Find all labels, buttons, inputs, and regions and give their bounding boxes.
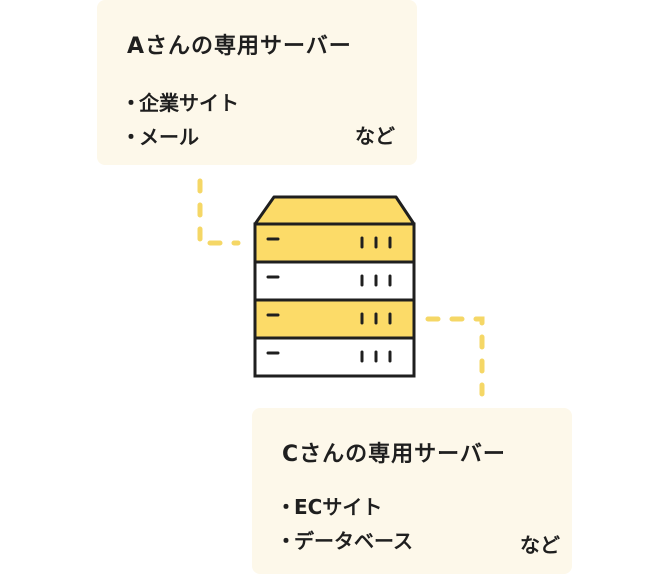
server-card-a: Aさんの専用サーバー ・企業サイト ・メール など — [97, 0, 417, 165]
card-title: Cさんの専用サーバー — [282, 442, 506, 467]
server-rack-icon — [253, 195, 416, 378]
etc-label: など — [355, 124, 395, 148]
bullet-icon: ・ — [276, 529, 296, 553]
etc-label: など — [520, 533, 560, 557]
list-item: ・メール — [121, 120, 239, 154]
card-title: Aさんの専用サーバー — [127, 34, 352, 59]
server-card-c: Cさんの専用サーバー ・ECサイト ・データベース など — [252, 408, 572, 574]
connector-line-c — [425, 316, 485, 397]
bullet-icon: ・ — [276, 495, 296, 519]
list-item: ・ECサイト — [276, 490, 413, 524]
connector-line-a — [197, 178, 241, 246]
list-item: ・企業サイト — [121, 86, 239, 120]
list-item: ・データベース — [276, 524, 413, 558]
service-list: ・ECサイト ・データベース — [276, 490, 413, 558]
service-list: ・企業サイト ・メール — [121, 86, 239, 154]
bullet-icon: ・ — [121, 125, 141, 149]
bullet-icon: ・ — [121, 91, 141, 115]
